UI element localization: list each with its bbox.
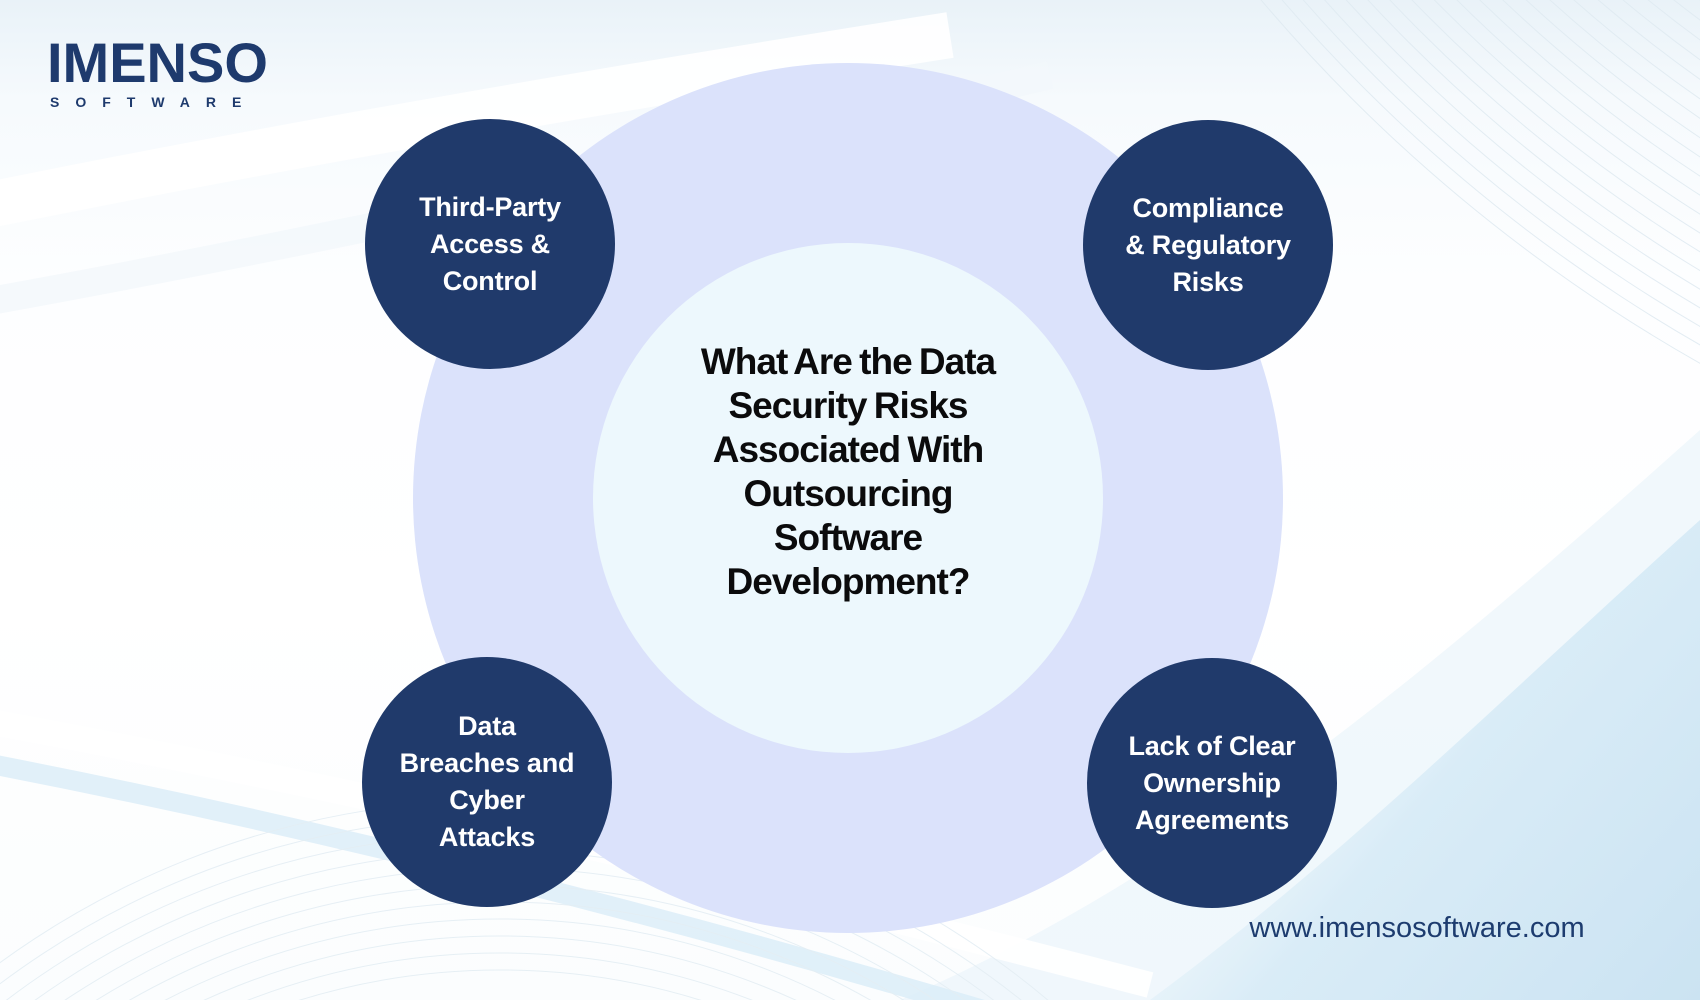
website-link[interactable]: www.imensosoftware.com: [1249, 912, 1585, 944]
risk-label-ownership-agreements: Lack of Clear Ownership Agreements: [1128, 730, 1296, 835]
center-circle: What Are the Data Security Risks Associa…: [593, 243, 1103, 753]
risk-label-data-breaches: Data Breaches and Cyber Attacks: [399, 711, 575, 852]
risk-bubble-ownership-agreements: Lack of Clear Ownership Agreements: [1087, 658, 1337, 908]
risk-bubble-third-party-access: Third-Party Access & Control: [365, 119, 615, 369]
brand-logo: IMENSO SOFTWARE: [47, 31, 268, 111]
risk-label-third-party-access: Third-Party Access & Control: [419, 191, 561, 296]
main-question-title: What Are the Data Security Risks Associa…: [700, 341, 996, 602]
risk-bubble-compliance-regulatory: Compliance & Regulatory Risks: [1083, 120, 1333, 370]
risk-bubble-data-breaches: Data Breaches and Cyber Attacks: [362, 657, 612, 907]
risk-label-compliance-regulatory: Compliance & Regulatory Risks: [1125, 192, 1291, 297]
logo-tagline: SOFTWARE: [50, 94, 258, 110]
logo-wordmark: IMENSO: [47, 31, 268, 94]
